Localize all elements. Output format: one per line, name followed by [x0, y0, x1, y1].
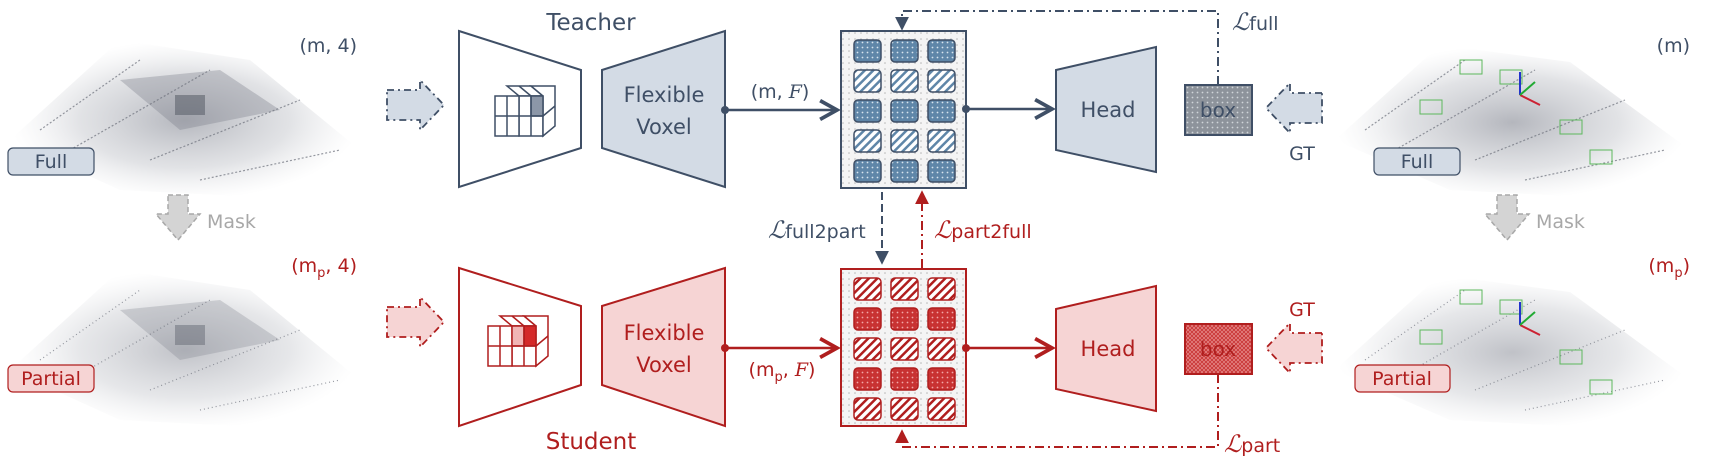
feature-cell: [853, 99, 882, 123]
loss-full-path: ℒfull: [895, 8, 1279, 85]
teacher-feature-arrow: (m, F): [721, 81, 837, 114]
feature-cell: [890, 39, 919, 63]
feature-cell: [890, 397, 919, 421]
svg-text:Partial: Partial: [1372, 368, 1432, 390]
teacher-feature-shape: (m, F): [751, 81, 810, 103]
svg-text:Mask: Mask: [207, 211, 256, 233]
svg-text:Full: Full: [35, 151, 68, 173]
mask-arrow-right: Mask: [1483, 194, 1585, 242]
svg-text:Full: Full: [1401, 151, 1434, 173]
input-shape-full: (m, 4): [299, 35, 357, 57]
badge-full-right: Full: [1373, 147, 1461, 176]
gt-label-student: GT: [1289, 299, 1315, 321]
badge-partial-left: Partial: [7, 364, 95, 393]
svg-text:Head: Head: [1081, 337, 1136, 361]
student-bev-grid: [840, 268, 967, 427]
feature-cell: [853, 367, 882, 391]
feature-cell: [853, 69, 882, 93]
student-feature-arrow: (mp, F): [721, 344, 837, 385]
feature-cell: [890, 277, 919, 301]
student-head: Head: [1055, 284, 1157, 413]
teacher-box: box: [1184, 84, 1253, 136]
feature-cell: [853, 39, 882, 63]
point-cloud-full-left: [10, 40, 360, 200]
teacher-title: Teacher: [545, 10, 636, 36]
student-box: box: [1184, 323, 1253, 375]
input-arrow-teacher: [386, 77, 446, 133]
gt-label-teacher: GT: [1289, 143, 1315, 165]
svg-text:box: box: [1200, 98, 1236, 122]
feature-cell: [890, 337, 919, 361]
feature-cell: [927, 39, 956, 63]
input-arrow-student: [386, 294, 446, 350]
svg-text:Flexible: Flexible: [624, 321, 705, 345]
feature-cell: [927, 367, 956, 391]
teacher-encoder: Flexible Voxel: [601, 29, 726, 189]
svg-text:Partial: Partial: [21, 368, 81, 390]
svg-text:Head: Head: [1081, 98, 1136, 122]
input-shape-partial: (mp, 4): [291, 255, 357, 281]
student-grid-to-head-arrow: [962, 344, 1052, 352]
feature-cell: [890, 99, 919, 123]
mask-arrow-left: Mask: [154, 194, 256, 242]
teacher-bev-grid: [840, 30, 967, 189]
svg-text:Voxel: Voxel: [636, 115, 691, 139]
svg-text:Flexible: Flexible: [624, 83, 705, 107]
feature-cell: [890, 367, 919, 391]
student-voxelizer: [458, 266, 582, 428]
gt-arrow-teacher: [1264, 80, 1323, 136]
loss-part-label: ℒpart: [1224, 430, 1280, 458]
feature-cell: [890, 159, 919, 183]
student-feature-shape: (mp, F): [749, 359, 816, 385]
point-cloud-partial-right: [1335, 275, 1690, 430]
teacher-voxelizer: [458, 29, 582, 189]
feature-cell: [927, 69, 956, 93]
loss-full-label: ℒfull: [1232, 8, 1279, 36]
loss-full2part-label: ℒfull2part: [768, 216, 866, 244]
feature-cell: [927, 99, 956, 123]
point-cloud-partial-left: [10, 270, 360, 430]
feature-cell: [927, 277, 956, 301]
loss-part2full-label: ℒpart2full: [934, 216, 1032, 244]
feature-cell: [853, 307, 882, 331]
badge-partial-right: Partial: [1354, 364, 1451, 393]
teacher-grid-to-head-arrow: [962, 105, 1052, 113]
svg-text:Voxel: Voxel: [636, 353, 691, 377]
student-encoder: Flexible Voxel: [601, 266, 726, 428]
voxel-cube-icon: [487, 315, 549, 368]
output-shape-partial: (mp): [1648, 255, 1690, 281]
feature-cell: [853, 129, 882, 153]
voxel-cube-icon: [494, 85, 556, 138]
feature-cell: [890, 307, 919, 331]
feature-cell: [853, 159, 882, 183]
loss-part2full-path: ℒpart2full: [915, 190, 1032, 268]
output-shape-full: (m): [1657, 35, 1690, 57]
feature-cell: [853, 277, 882, 301]
feature-cell: [927, 397, 956, 421]
feature-cell: [927, 129, 956, 153]
loss-part-path: ℒpart: [895, 374, 1280, 458]
gt-arrow-student: [1264, 320, 1323, 376]
svg-text:Mask: Mask: [1536, 211, 1585, 233]
feature-cell: [853, 397, 882, 421]
loss-full2part-path: ℒfull2part: [768, 192, 889, 265]
feature-cell: [890, 69, 919, 93]
feature-cell: [927, 307, 956, 331]
feature-cell: [853, 337, 882, 361]
badge-full-left: Full: [7, 147, 95, 176]
teacher-head: Head: [1055, 45, 1157, 174]
feature-cell: [890, 129, 919, 153]
student-title: Student: [546, 429, 637, 455]
point-cloud-full-right: [1335, 45, 1690, 200]
feature-cell: [927, 159, 956, 183]
feature-cell: [927, 337, 956, 361]
svg-text:box: box: [1200, 337, 1236, 361]
